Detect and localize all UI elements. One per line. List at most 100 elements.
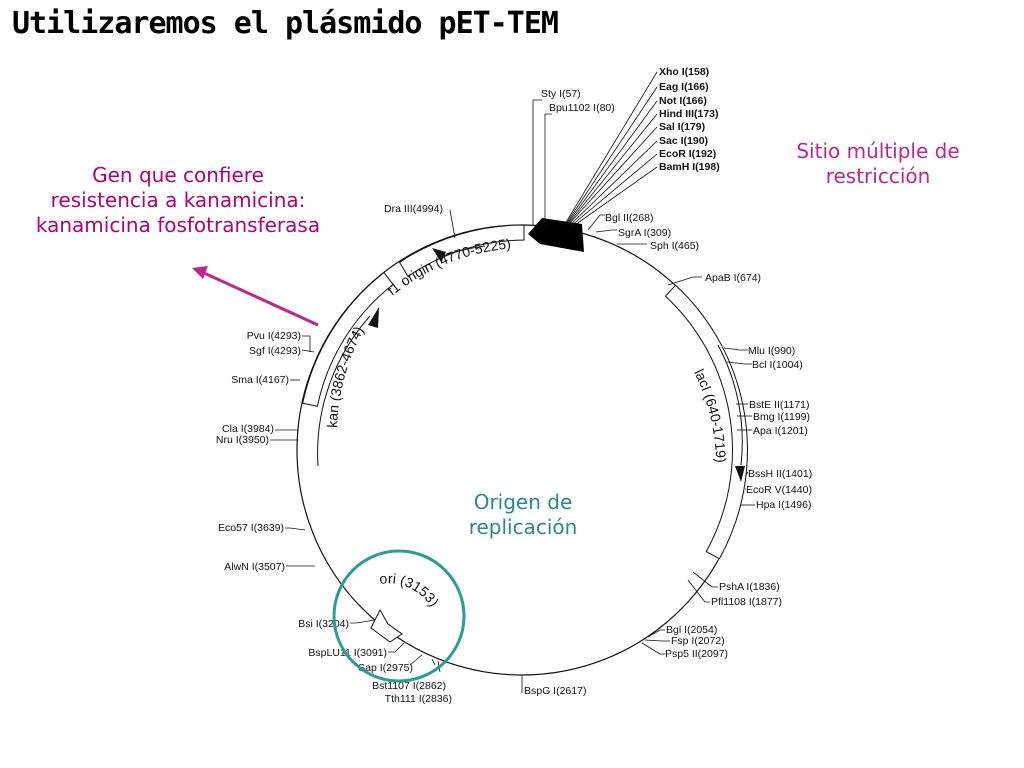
site-label: BstE II(1171) [749, 399, 810, 411]
mcs-leader-lines [564, 71, 658, 228]
laci-arrowhead [735, 466, 745, 482]
mcs-leader [569, 140, 658, 226]
site-label: Bmg I(1199) [753, 411, 810, 423]
mcs-site-label: BamH I(198) [659, 161, 720, 173]
kan-annotation-line: Gen que confiere [92, 163, 264, 187]
mcs-site-label: Xho I(158) [659, 66, 709, 78]
site-label: Sgf I(4293) [249, 345, 301, 357]
site-tick [723, 347, 748, 351]
mcs-site-label: Sac I(190) [659, 135, 708, 147]
mcs-leader [567, 113, 658, 225]
f1-origin-arrowhead [432, 248, 446, 262]
site-label: EcoR V(1440) [746, 484, 812, 496]
mcs-leader [566, 100, 658, 225]
site-label: Bcl I(1004) [752, 359, 803, 371]
mcs-site-label: Eag I(166) [659, 81, 709, 93]
site-tick [532, 99, 542, 226]
mcs-site-labels: Xho I(158) Eag I(166) Not I(166) Hind II… [659, 66, 720, 173]
site-label: Sma I(4167) [231, 374, 289, 386]
site-label: BssH II(1401) [748, 468, 812, 480]
kan-annotation-line: resistencia a kanamicina: [50, 188, 306, 212]
site-label: Fsp I(2072) [671, 635, 725, 647]
laci-box [664, 284, 748, 560]
laci-direction-arrow [717, 344, 743, 466]
mcs-site-label: Not I(166) [659, 95, 707, 107]
ori-annotation-line: Origen de [473, 490, 573, 514]
site-tick [285, 527, 306, 531]
site-label: AlwN I(3507) [224, 561, 285, 573]
kan-annotation: Gen que confiere resistencia a kanamicin… [18, 163, 338, 238]
site-label: BspLU11 I(3091) [308, 647, 387, 659]
ori-annotation-line: replicación [468, 515, 578, 539]
kan-pointer-arrow [192, 266, 319, 327]
kan-box [302, 271, 394, 407]
site-label: PshA I(1836) [719, 581, 780, 593]
site-label: Bsi I(3204) [298, 618, 349, 630]
svg-text:ori (3153): ori (3153) [379, 570, 443, 609]
kan-annotation-line: kanamicina fosfotransferasa [35, 213, 321, 237]
site-tick [431, 658, 436, 666]
site-label: BspG I(2617) [524, 685, 586, 697]
mcs-leader [565, 86, 658, 225]
site-label: Pfl1108 I(1877) [711, 596, 782, 608]
site-label: Nru I(3950) [216, 434, 269, 446]
site-tick [726, 361, 752, 365]
site-tick [745, 471, 749, 476]
site-label: Pvu I(4293) [247, 330, 301, 342]
kan-pointer-arrowhead [192, 266, 208, 279]
mcs-leader [564, 71, 658, 225]
site-label: Dra III(4994) [384, 203, 443, 215]
mcs-site-label: EcoR I(192) [659, 148, 716, 160]
site-tick [302, 335, 311, 352]
site-labels: Sty I(57) Bpu1102 I(80) Bgl II(268) SgrA… [216, 88, 812, 705]
mcs-leader [570, 153, 658, 227]
site-label: Hpa I(1496) [756, 499, 811, 511]
ori-annotation: Origen de replicación [448, 490, 598, 540]
site-tick [544, 113, 552, 226]
mcs-leader [571, 166, 658, 228]
site-label: Bgl II(268) [605, 212, 653, 224]
f1-origin-box [398, 224, 525, 278]
ori-arrow [370, 608, 403, 643]
site-tick [409, 654, 423, 666]
ori-highlight-circle [332, 549, 466, 683]
f1-origin-feature: f1 origin (4770-5225) [384, 224, 525, 298]
mcs-block [528, 218, 584, 252]
site-label: Bgl I(2054) [666, 624, 717, 636]
mcs-site-label: Hind III(173) [659, 108, 719, 120]
kan-arrowhead [368, 307, 379, 328]
site-label: Bst1107 I(2862) [372, 680, 446, 692]
site-ticks [270, 99, 755, 693]
mcs-annotation: Sitio múltiple de restricción [758, 139, 998, 189]
site-tick [667, 276, 702, 286]
kan-feature: kan (3862-4674) [302, 271, 394, 467]
mcs-annotation-line: restricción [825, 164, 931, 188]
kan-direction-arrow [317, 315, 371, 467]
site-tick [587, 214, 605, 231]
slide-title: Utilizaremos el plásmido pET-TEM [12, 6, 559, 41]
site-label: Eco57 I(3639) [218, 522, 284, 534]
site-tick [647, 629, 665, 638]
site-label: Apa I(1201) [753, 425, 808, 437]
site-label: ApaB I(674) [705, 272, 761, 284]
site-label: Cla I(3984) [222, 423, 274, 435]
site-tick [687, 579, 710, 603]
site-tick [644, 639, 670, 642]
laci-feature: lacI (640-1719) [664, 284, 748, 560]
site-label: Sap I(2975) [358, 662, 413, 674]
site-tick [449, 209, 456, 239]
site-tick [350, 619, 376, 624]
site-label: Mlu I(990) [748, 345, 795, 357]
site-tick [388, 642, 405, 653]
site-tick [301, 349, 315, 353]
site-label: Tth111 I(2836) [385, 693, 452, 705]
mcs-annotation-line: Sitio múltiple de [796, 139, 960, 163]
mcs-site-label: Sal I(179) [659, 121, 705, 133]
site-label: SgrA I(309) [618, 227, 671, 239]
ori-label: ori (3153) [379, 570, 443, 609]
site-label: Sph I(465) [650, 240, 699, 252]
site-label: Bpu1102 I(80) [549, 102, 615, 114]
mcs-leader [568, 126, 658, 225]
ori-feature: ori (3153) [370, 570, 443, 643]
